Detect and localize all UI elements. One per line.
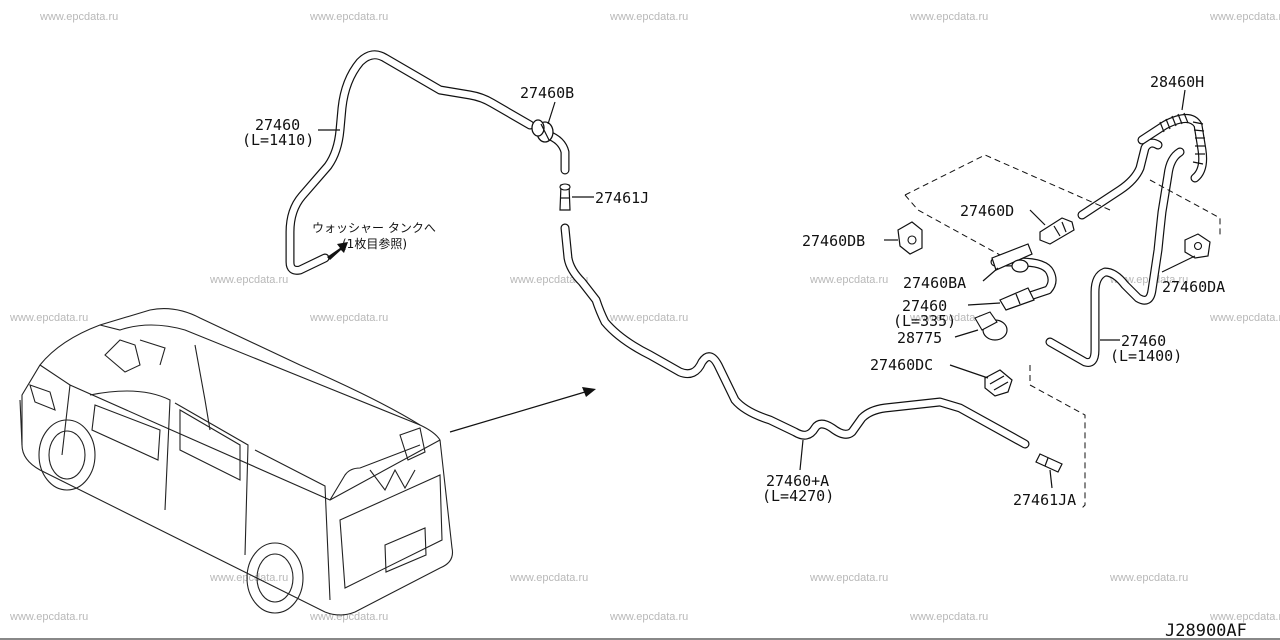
hose-27460-l335 (999, 287, 1035, 311)
watermark-text: www.epcdata.ru (909, 11, 988, 23)
corrugated-hose-28460h (1137, 112, 1208, 183)
van-illustration (19, 308, 454, 616)
label-27460b: 27460B (520, 84, 574, 102)
label-27461j: 27461J (595, 189, 649, 207)
watermark-text: www.epcdata.ru (609, 11, 688, 23)
label-27460-length: (L=1410) (242, 131, 314, 149)
label-28460h: 28460H (1150, 73, 1204, 91)
watermark-text: www.epcdata.ru (9, 611, 88, 623)
label-27460ba: 27460BA (903, 274, 966, 292)
watermark-text: www.epcdata.ru (809, 274, 888, 286)
watermark-text: www.epcdata.ru (909, 611, 988, 623)
label-27461ja: 27461JA (1013, 491, 1076, 509)
watermark-text: www.epcdata.ru (309, 312, 388, 324)
clip-27460db (897, 221, 923, 255)
label-27460d: 27460D (960, 202, 1014, 220)
watermark-text: www.epcdata.ru (609, 611, 688, 623)
watermark-text: www.epcdata.ru (209, 274, 288, 286)
label-27460: 27460 (255, 116, 300, 134)
dashed-callout-frames (904, 154, 1221, 511)
hose-27460a-l4270 (560, 223, 1030, 449)
diagram-code: J28900AF (1165, 621, 1247, 640)
label-27460a-length: (L=4270) (762, 487, 834, 505)
label-27460-mid: 27460 (902, 297, 947, 315)
connector-27460d (1039, 217, 1075, 245)
label-27460da: 27460DA (1162, 278, 1225, 296)
watermark-layer: www.epcdata.ru www.epcdata.ru www.epcdat… (9, 11, 1280, 623)
label-27460-right: 27460 (1121, 332, 1166, 350)
watermark-text: www.epcdata.ru (1209, 312, 1280, 324)
label-27460-right-length: (L=1400) (1110, 347, 1182, 365)
watermark-text: www.epcdata.ru (39, 11, 118, 23)
label-washer-tank-note: ウォッシャー タンクへ (312, 221, 436, 235)
watermark-text: www.epcdata.ru (209, 572, 288, 584)
watermark-text: www.epcdata.ru (309, 611, 388, 623)
check-valve-28775 (974, 311, 1008, 341)
label-27460db: 27460DB (802, 232, 865, 250)
watermark-text: www.epcdata.ru (9, 312, 88, 324)
elbow-27460ba (990, 243, 1057, 301)
joint-27461ja (1035, 453, 1063, 473)
clip-27460dc (984, 369, 1013, 397)
label-27460-mid-length: (L=335) (893, 312, 956, 330)
label-27460dc: 27460DC (870, 356, 933, 374)
watermark-text: www.epcdata.ru (809, 572, 888, 584)
connector-27460b (531, 119, 570, 175)
watermark-text: www.epcdata.ru (1209, 11, 1280, 23)
washer-tank-arrow (327, 242, 348, 260)
watermark-text: www.epcdata.ru (1209, 611, 1280, 623)
detail-pointer-arrow (449, 387, 596, 433)
clip-27460da (1184, 233, 1211, 259)
part-labels: 27460 (L=1410) 27460B 27461J ウォッシャー タンクへ… (242, 73, 1247, 640)
watermark-text: www.epcdata.ru (509, 572, 588, 584)
watermark-text: www.epcdata.ru (909, 312, 988, 324)
label-27460a: 27460+A (766, 472, 829, 490)
watermark-text: www.epcdata.ru (609, 312, 688, 324)
watermark-text: www.epcdata.ru (509, 274, 588, 286)
hose-upper-right (1077, 138, 1163, 220)
label-28775: 28775 (897, 329, 942, 347)
label-washer-tank-ref: (1枚目参照) (342, 236, 407, 251)
watermark-text: www.epcdata.ru (309, 11, 388, 23)
hose-27460-l1410 (285, 50, 535, 275)
hose-27460-l1400 (1045, 147, 1185, 367)
leader-lines (318, 89, 1196, 489)
watermark-text: www.epcdata.ru (1109, 572, 1188, 584)
joint-27461j (559, 183, 571, 211)
